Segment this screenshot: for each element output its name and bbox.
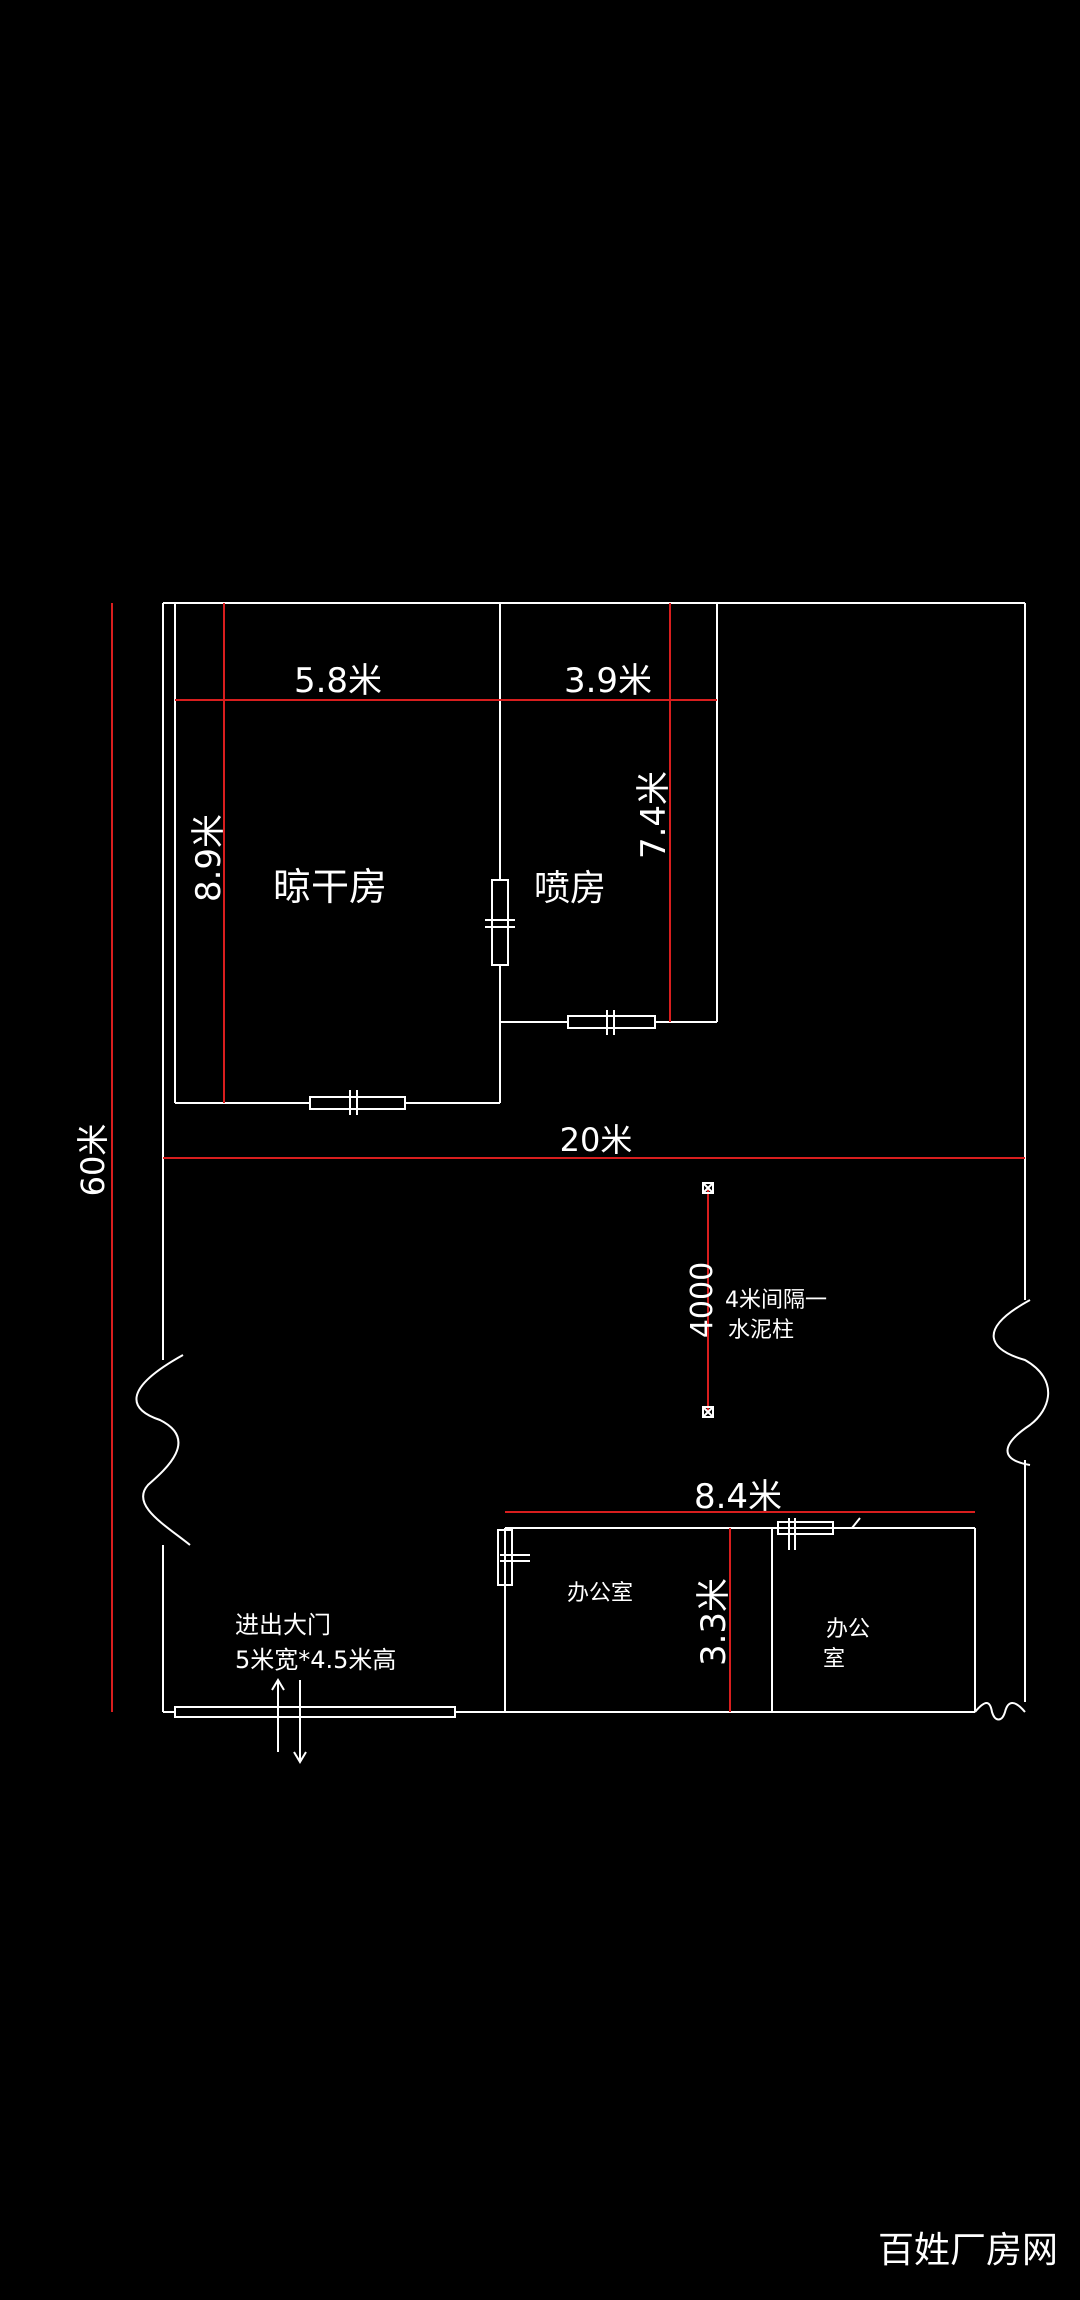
dim-column-spacing: 4000 (685, 1262, 720, 1338)
label-office-2-line2: 室 (823, 1647, 845, 1672)
label-dry-room: 晾干房 (273, 865, 387, 909)
note-gate-line1: 进出大门 (235, 1611, 331, 1639)
dim-dry-room-width: 5.8米 (294, 661, 382, 701)
door-dry-room (309, 1090, 406, 1115)
door-office-1 (497, 1529, 530, 1586)
building-outline (162, 602, 1026, 1713)
break-line-bottom-right (974, 1702, 1026, 1721)
door-office-2 (777, 1517, 861, 1550)
door-spray-room-bottom (567, 1010, 656, 1035)
dim-office-depth: 3.3米 (694, 1578, 734, 1666)
dry-room (174, 603, 501, 1104)
break-line-right (992, 1299, 1050, 1466)
office-block (504, 1527, 976, 1712)
note-column-line1: 4米间隔一 (725, 1288, 827, 1313)
note-column-line2: 水泥柱 (728, 1318, 794, 1343)
dim-building-width: 20米 (560, 1121, 633, 1159)
door-between-rooms (485, 879, 515, 966)
dim-spray-room-depth: 7.4米 (634, 771, 674, 859)
dim-building-length: 60米 (74, 1124, 112, 1197)
watermark: 百姓厂房网 (878, 2230, 1058, 2271)
dim-dry-room-depth: 8.9米 (189, 814, 229, 902)
label-office-1: 办公室 (567, 1581, 633, 1606)
break-line-left (135, 1354, 191, 1546)
spray-room (500, 603, 718, 1023)
dim-spray-room-width: 3.9米 (564, 661, 652, 701)
column-marker-bottom (702, 1406, 714, 1418)
column-marker-top (702, 1182, 714, 1194)
dim-office-width: 8.4米 (694, 1477, 782, 1517)
label-office-2-line1: 办公 (826, 1617, 870, 1642)
note-gate-line2: 5米宽*4.5米高 (235, 1646, 396, 1674)
label-spray-room: 喷房 (534, 868, 606, 909)
dimension-lines (111, 603, 1025, 1712)
main-gate (174, 1678, 456, 1764)
